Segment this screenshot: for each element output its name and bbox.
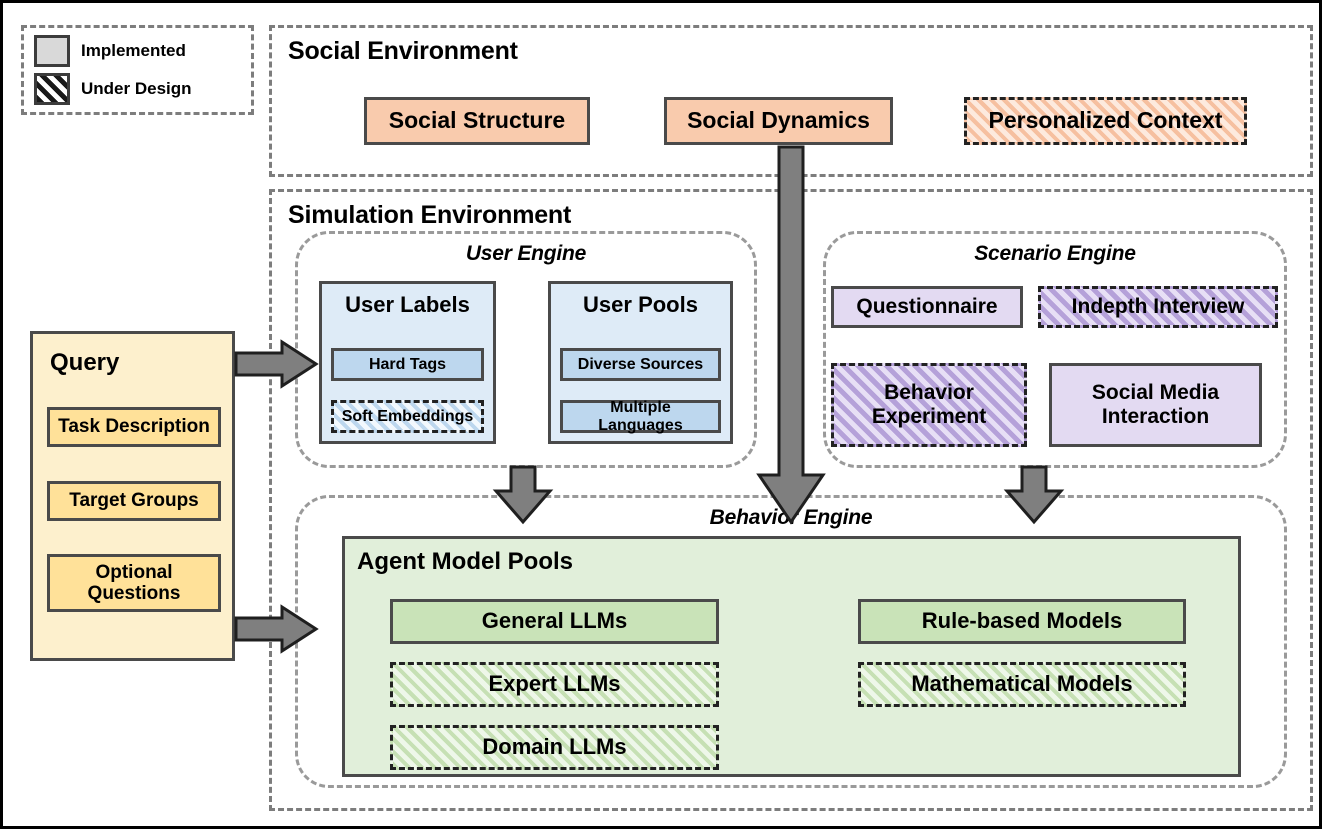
social-media-interaction-box[interactable]: Social Media Interaction — [1049, 363, 1262, 447]
soft-embeddings-box[interactable]: Soft Embeddings — [331, 400, 484, 433]
query-title: Query — [50, 349, 120, 376]
optional-questions-box[interactable]: Optional Questions — [47, 554, 221, 612]
scenario-engine-title: Scenario Engine — [974, 242, 1136, 265]
social-dynamics-box[interactable]: Social Dynamics — [664, 97, 893, 145]
simulation-environment-title: Simulation Environment — [288, 201, 572, 229]
arrow-query-to-user-engine — [234, 339, 319, 389]
arrow-query-to-behavior-engine — [234, 604, 319, 654]
agent-model-pools-title: Agent Model Pools — [357, 548, 573, 575]
user-labels-title: User Labels — [345, 292, 470, 317]
multiple-languages-box[interactable]: Multiple Languages — [560, 399, 721, 434]
general-llms-box[interactable]: General LLMs — [390, 599, 719, 644]
mathematical-models-box[interactable]: Mathematical Models — [858, 662, 1186, 707]
questionnaire-box[interactable]: Questionnaire — [831, 286, 1023, 328]
legend-box: Implemented Under Design — [21, 25, 254, 115]
indepth-interview-box[interactable]: Indepth Interview — [1038, 286, 1278, 328]
rule-based-models-box[interactable]: Rule-based Models — [858, 599, 1186, 644]
arrow-user-engine-to-behavior-engine — [492, 465, 554, 525]
target-groups-box[interactable]: Target Groups — [47, 481, 221, 521]
social-environment-title: Social Environment — [288, 37, 518, 65]
user-pools-title: User Pools — [583, 292, 698, 317]
domain-llms-box[interactable]: Domain LLMs — [390, 725, 719, 770]
arrow-scenario-engine-to-behavior-engine — [1003, 465, 1065, 525]
expert-llms-box[interactable]: Expert LLMs — [390, 662, 719, 707]
scenario-engine-container: Scenario Engine — [823, 231, 1287, 468]
behavior-experiment-box[interactable]: Behavior Experiment — [831, 363, 1027, 447]
solid-gray-swatch-icon — [34, 35, 70, 67]
legend-item-under-design: Under Design — [34, 73, 192, 105]
legend-label-under-design: Under Design — [81, 79, 192, 98]
hard-tags-box[interactable]: Hard Tags — [331, 348, 484, 381]
social-structure-box[interactable]: Social Structure — [364, 97, 590, 145]
hatched-swatch-icon — [34, 73, 70, 105]
personalized-context-box[interactable]: Personalized Context — [964, 97, 1247, 145]
user-engine-title: User Engine — [465, 242, 587, 265]
task-description-box[interactable]: Task Description — [47, 407, 221, 447]
legend-label-implemented: Implemented — [81, 41, 186, 60]
arrow-social-dynamics-to-behavior-engine — [755, 145, 827, 525]
diverse-sources-box[interactable]: Diverse Sources — [560, 348, 721, 381]
legend-item-implemented: Implemented — [34, 35, 186, 67]
